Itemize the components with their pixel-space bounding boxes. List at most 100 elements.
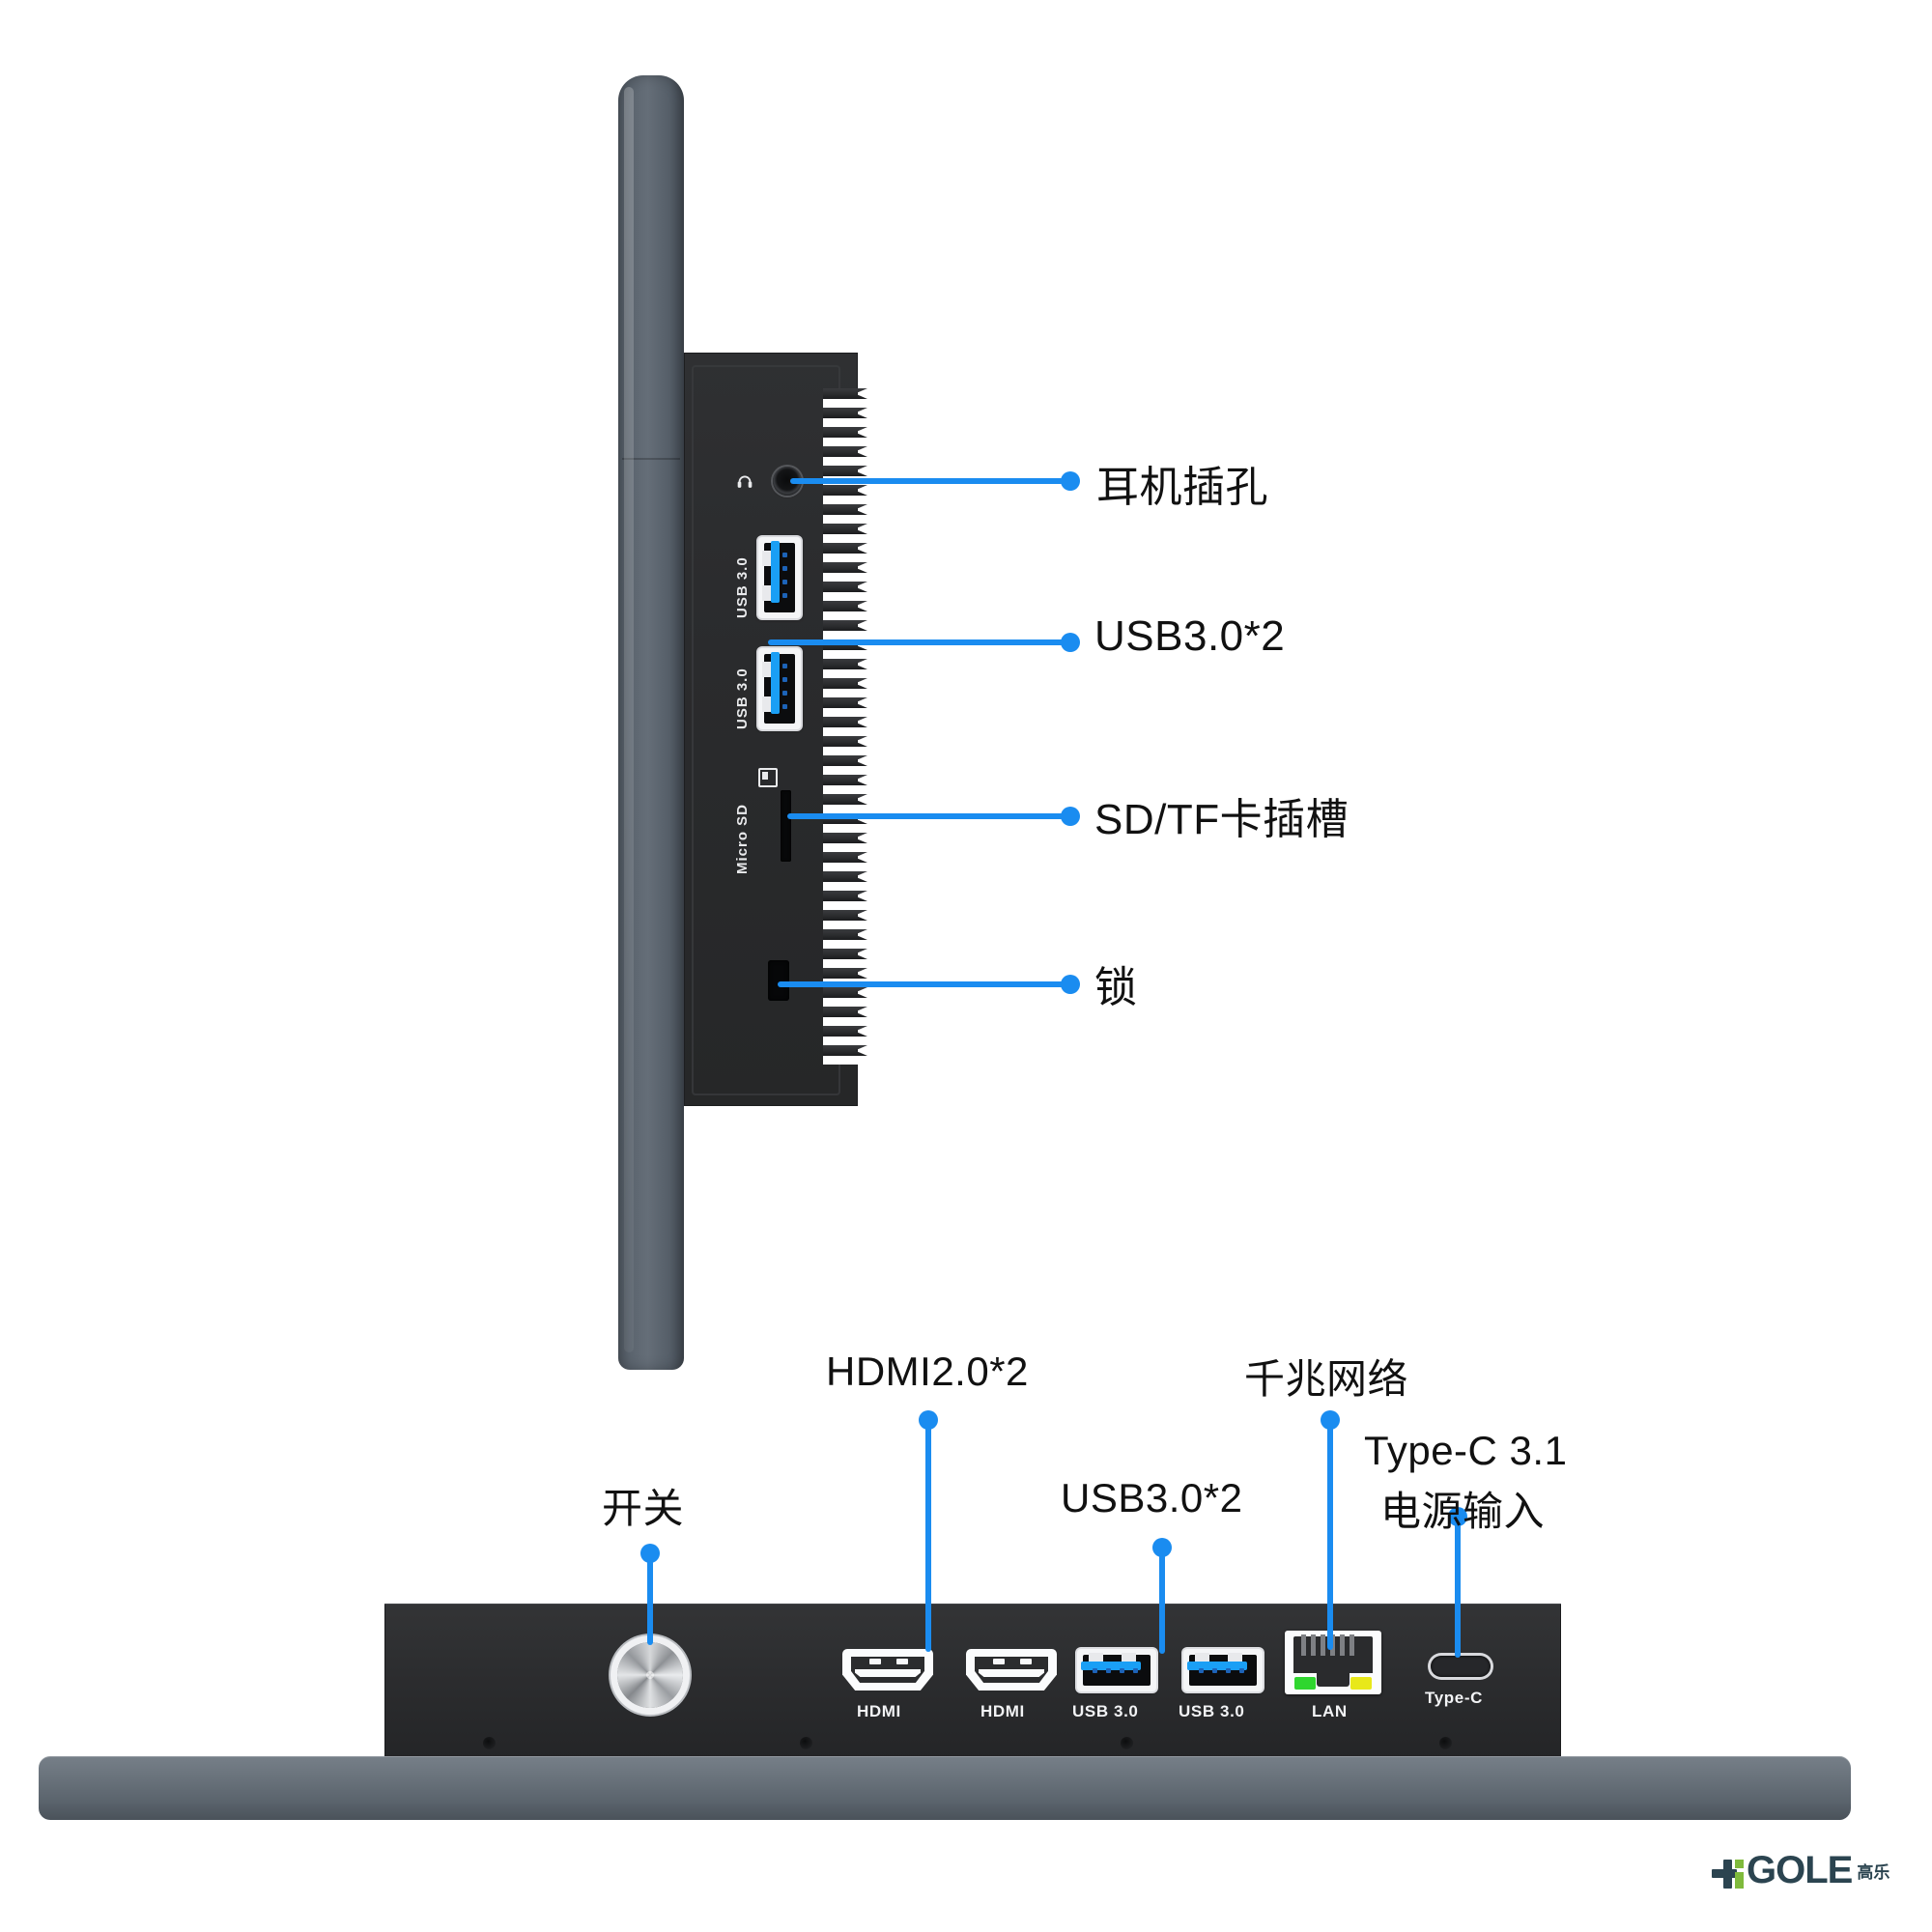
- usb-pin: [782, 704, 787, 709]
- lan-led-green: [1294, 1677, 1316, 1690]
- usb-contact-block: [762, 662, 771, 677]
- usb-pin: [1093, 1668, 1097, 1673]
- heatsink-fin-gap: [823, 457, 867, 466]
- heatsink-fin: [823, 582, 867, 592]
- logo-green-dot: [1735, 1859, 1744, 1868]
- sd-card-icon: [758, 768, 778, 787]
- lan-pin: [1311, 1634, 1316, 1656]
- bottom-usb-port-2[interactable]: [1183, 1649, 1263, 1691]
- heatsink-fin-gap: [823, 959, 867, 968]
- callout-bottom-usb: USB3.0*2: [1061, 1475, 1243, 1520]
- usb-contact-block: [1228, 1653, 1242, 1662]
- side-usb-top-marking: USB 3.0: [734, 556, 751, 618]
- leader-dot-lan: [1321, 1410, 1340, 1430]
- heatsink-fin-gap: [823, 727, 867, 736]
- heatsink-fin: [823, 388, 867, 399]
- heatsink-fin: [823, 562, 867, 573]
- heatsink-fin-gap: [823, 785, 867, 794]
- callout-sd-tf-slot: SD/TF卡插槽: [1094, 796, 1350, 843]
- leader-line-sdtf: [787, 813, 1070, 819]
- heatsink-fin: [823, 794, 867, 805]
- hdmi-nub: [869, 1659, 881, 1664]
- lan-port[interactable]: [1285, 1631, 1381, 1694]
- usb-pin: [782, 593, 787, 598]
- usb-blue-tongue: [771, 652, 780, 714]
- hdmi-1-marking: HDMI: [857, 1702, 901, 1720]
- callout-power-switch: 开关: [602, 1486, 685, 1531]
- hdmi-port-2[interactable]: [966, 1649, 1057, 1690]
- heatsink-fin: [823, 949, 867, 959]
- hdmi-nub: [993, 1659, 1005, 1664]
- heatsink-fin: [823, 852, 867, 863]
- usb-pin: [782, 566, 787, 571]
- tablet-bottom-stand: [39, 1756, 1851, 1820]
- heatsink-fin: [823, 736, 867, 747]
- callout-lock: 锁: [1094, 964, 1138, 1011]
- usb-pin: [1120, 1668, 1124, 1673]
- heatsink-fin: [823, 466, 867, 476]
- heatsink-fin: [823, 601, 867, 611]
- kensington-lock-slot[interactable]: [768, 960, 789, 1001]
- heatsink-fin: [823, 775, 867, 785]
- heatsink-fin: [823, 910, 867, 921]
- heatsink-fin-gap: [823, 573, 867, 582]
- usb-pin: [1133, 1668, 1138, 1673]
- heatsink-fin: [823, 755, 867, 766]
- usb-blue-tongue: [1081, 1662, 1141, 1670]
- side-usb-top-port[interactable]: [758, 537, 801, 618]
- heatsink-fin: [823, 504, 867, 515]
- bottom-usb-port-1[interactable]: [1077, 1649, 1156, 1691]
- lan-pin: [1350, 1634, 1354, 1656]
- usb-contact-block: [1195, 1653, 1209, 1662]
- screw-hole: [1121, 1737, 1133, 1749]
- heatsink-fin: [823, 871, 867, 882]
- callout-headphone-jack: 耳机插孔: [1096, 464, 1268, 511]
- usb-contact-block: [762, 696, 771, 712]
- heatsink-fin: [823, 987, 867, 998]
- micro-sd-slot[interactable]: [781, 790, 791, 862]
- heatsink-fin: [823, 1007, 867, 1017]
- heatsink-fin: [823, 408, 867, 418]
- leader-dot-hdmi: [919, 1410, 938, 1430]
- heatsink-fin-gap: [823, 689, 867, 697]
- headphone-icon: [737, 475, 753, 488]
- lan-latch: [1317, 1671, 1350, 1687]
- heatsink-fin-gap: [823, 940, 867, 949]
- heatsink-fin: [823, 485, 867, 496]
- heatsink-fin: [823, 659, 867, 669]
- lan-led-yellow: [1350, 1677, 1372, 1690]
- callout-typec-line2: 电源输入: [1380, 1489, 1546, 1534]
- heatsink-fin-gap: [823, 843, 867, 852]
- heatsink-fin-gap: [823, 650, 867, 659]
- heatsink-fin-gap: [823, 669, 867, 678]
- tablet-side-profile: [618, 75, 684, 1370]
- hdmi-nub: [896, 1659, 908, 1664]
- heatsink-fin-gap: [823, 496, 867, 504]
- heatsink-fin-gap: [823, 592, 867, 601]
- lan-marking: LAN: [1312, 1702, 1348, 1720]
- higole-logo: GOLE 高乐: [1712, 1849, 1889, 1891]
- side-usb-bottom-port[interactable]: [758, 648, 801, 729]
- heatsink-fin-gap: [823, 921, 867, 929]
- type-c-port[interactable]: [1431, 1656, 1491, 1677]
- screw-hole: [1439, 1737, 1452, 1749]
- heatsink-fin-gap: [823, 1037, 867, 1045]
- leader-line-headphone: [790, 478, 1070, 484]
- leader-line-usb: [768, 639, 1070, 645]
- leader-line-bottom-usb: [1159, 1548, 1165, 1654]
- heatsink-fin: [823, 697, 867, 708]
- hdmi-port-1[interactable]: [842, 1649, 933, 1690]
- heatsink-fin: [823, 524, 867, 534]
- heatsink-fin: [823, 620, 867, 631]
- lan-pin: [1340, 1634, 1345, 1656]
- heatsink-fin-gap: [823, 882, 867, 891]
- higole-logo-text: GOLE: [1747, 1849, 1853, 1891]
- usb-pin: [782, 691, 787, 696]
- callout-hdmi: HDMI2.0*2: [826, 1349, 1029, 1394]
- usb-contact-block: [762, 585, 771, 601]
- usb-pin: [1239, 1668, 1244, 1673]
- micro-sd-marking: Micro SD: [734, 803, 751, 874]
- heatsink-fin-gap: [823, 1056, 867, 1065]
- power-button[interactable]: [617, 1642, 683, 1708]
- usb-pin: [1199, 1668, 1204, 1673]
